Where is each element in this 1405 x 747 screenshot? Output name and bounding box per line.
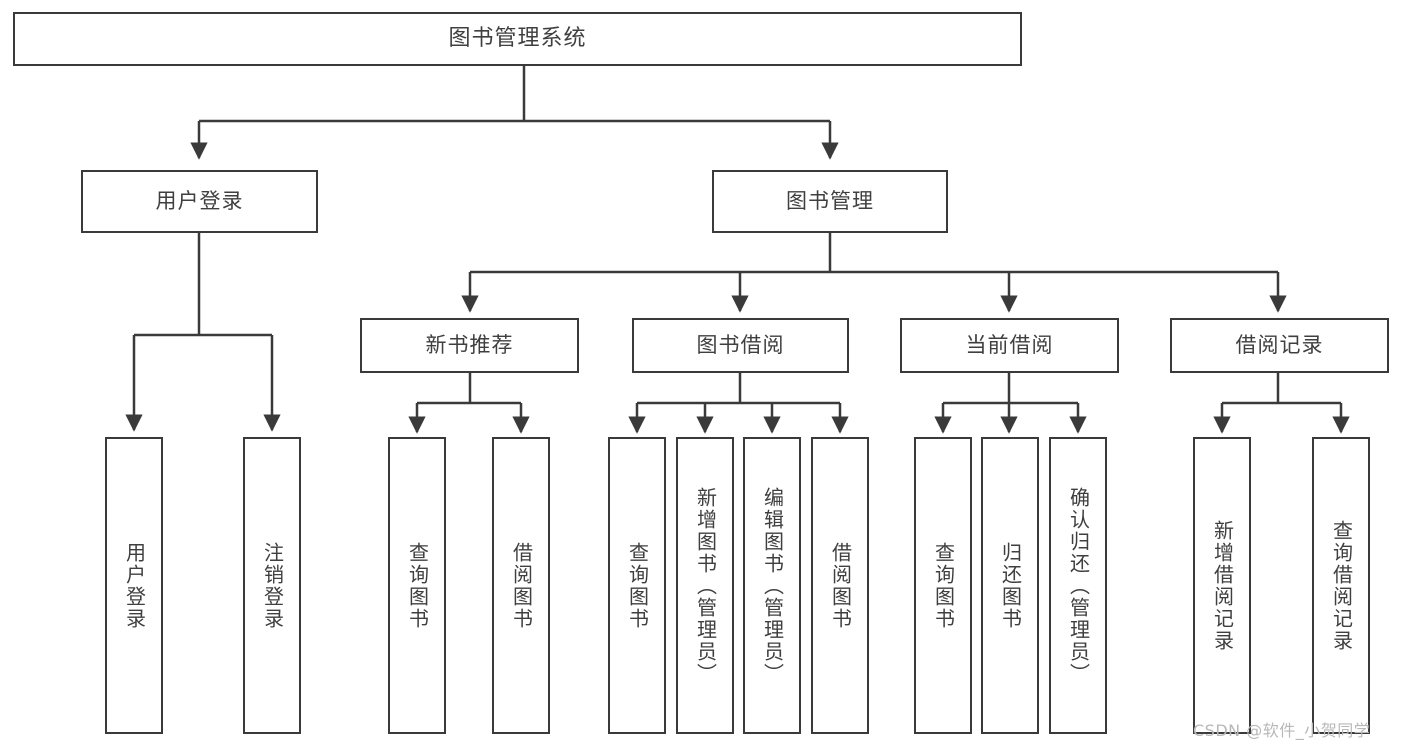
- leaf-label: 用户登录: [122, 541, 147, 630]
- node-borrow-record[interactable]: 借阅记录: [1170, 318, 1389, 373]
- leaf-label: 编辑图书（管理员）: [760, 486, 785, 685]
- leaf-label: 查询借阅记录: [1329, 519, 1354, 652]
- leaf-label: 查询图书: [405, 541, 430, 630]
- node-book-manage[interactable]: 图书管理: [712, 170, 948, 233]
- leaf-borrow-book[interactable]: 借阅图书: [811, 437, 869, 734]
- leaf-label: 归还图书: [998, 541, 1023, 630]
- leaf-label: 新增图书（管理员）: [693, 486, 718, 685]
- csdn-watermark: CSDN @软件_小贺同学: [1193, 721, 1371, 740]
- node-new-book-recommend[interactable]: 新书推荐: [360, 318, 579, 373]
- leaf-user-login[interactable]: 用户登录: [105, 437, 163, 734]
- node-book-borrow[interactable]: 图书借阅: [632, 318, 849, 373]
- leaf-label: 借阅图书: [828, 541, 853, 630]
- leaf-label: 查询图书: [931, 541, 956, 630]
- leaf-query-borrow-record[interactable]: 查询借阅记录: [1312, 437, 1370, 734]
- leaf-label: 注销登录: [260, 541, 285, 630]
- node-user-login[interactable]: 用户登录: [81, 170, 318, 233]
- leaf-add-borrow-record[interactable]: 新增借阅记录: [1193, 437, 1251, 734]
- node-root-system[interactable]: 图书管理系统: [13, 12, 1022, 66]
- leaf-logout[interactable]: 注销登录: [243, 437, 301, 734]
- leaf-label: 借阅图书: [509, 541, 534, 630]
- leaf-return-book[interactable]: 归还图书: [981, 437, 1039, 734]
- leaf-label: 查询图书: [625, 541, 650, 630]
- node-current-borrow[interactable]: 当前借阅: [900, 318, 1119, 373]
- leaf-label: 新增借阅记录: [1210, 519, 1235, 652]
- leaf-confirm-return-admin[interactable]: 确认归还（管理员）: [1049, 437, 1107, 734]
- leaf-edit-book-admin[interactable]: 编辑图书（管理员）: [743, 437, 801, 734]
- leaf-add-book-admin[interactable]: 新增图书（管理员）: [676, 437, 734, 734]
- leaf-borrow-query-book[interactable]: 查询图书: [608, 437, 666, 734]
- leaf-label: 确认归还（管理员）: [1066, 486, 1091, 685]
- leaf-recommend-query-book[interactable]: 查询图书: [388, 437, 446, 734]
- leaf-recommend-borrow-book[interactable]: 借阅图书: [492, 437, 550, 734]
- leaf-current-query-book[interactable]: 查询图书: [914, 437, 972, 734]
